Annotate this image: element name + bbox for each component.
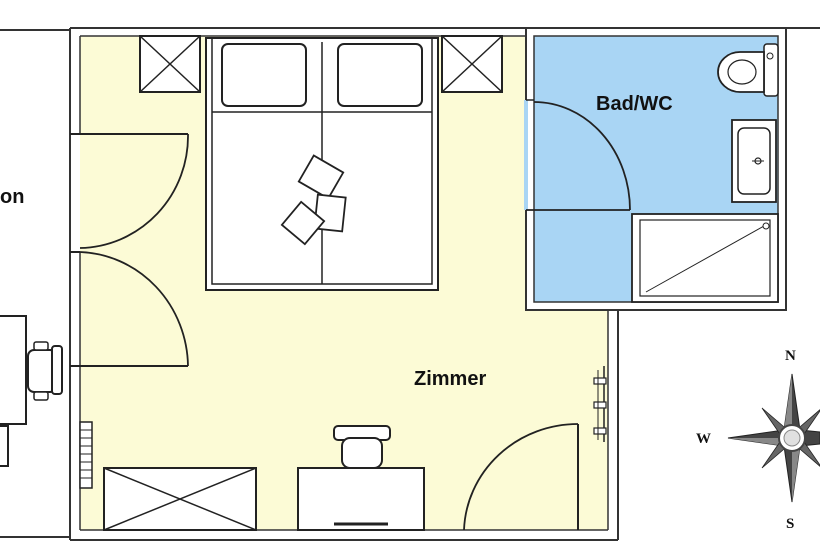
room-zimmer: Zimmer <box>69 27 619 541</box>
zimmer-label: Zimmer <box>414 368 486 390</box>
door-bottom-right <box>463 423 579 531</box>
room-bath: Bad/WC <box>524 27 787 311</box>
cushion-icon <box>280 200 326 246</box>
toilet-icon <box>717 43 779 97</box>
left-room-label: on <box>0 186 24 208</box>
radiator-icon <box>79 421 93 489</box>
left-stool <box>0 425 9 467</box>
nightstand-left-icon <box>139 35 201 93</box>
entrance-door <box>70 133 189 367</box>
compass-rose-icon: N S W <box>696 348 820 532</box>
compass-west-label: W <box>696 431 711 447</box>
chair-icon <box>333 425 391 469</box>
cushion-icon <box>297 154 345 200</box>
bath-label: Bad/WC <box>596 93 673 115</box>
desk-icon <box>297 467 425 531</box>
left-desk <box>0 315 27 425</box>
shower-tray-icon <box>631 213 779 303</box>
compass-north-label: N <box>785 348 796 364</box>
left-room: on <box>0 29 70 538</box>
pillow-left-icon <box>221 43 307 107</box>
coat-hooks-icon <box>593 366 607 442</box>
sink-icon <box>731 119 777 203</box>
double-bed-icon <box>205 37 439 291</box>
pillow-right-icon <box>337 43 423 107</box>
compass-south-label: S <box>786 516 794 532</box>
wardrobe-icon <box>103 467 257 531</box>
left-chair-icon <box>27 341 63 401</box>
bath-door <box>533 101 631 211</box>
nightstand-right-icon <box>441 35 503 93</box>
